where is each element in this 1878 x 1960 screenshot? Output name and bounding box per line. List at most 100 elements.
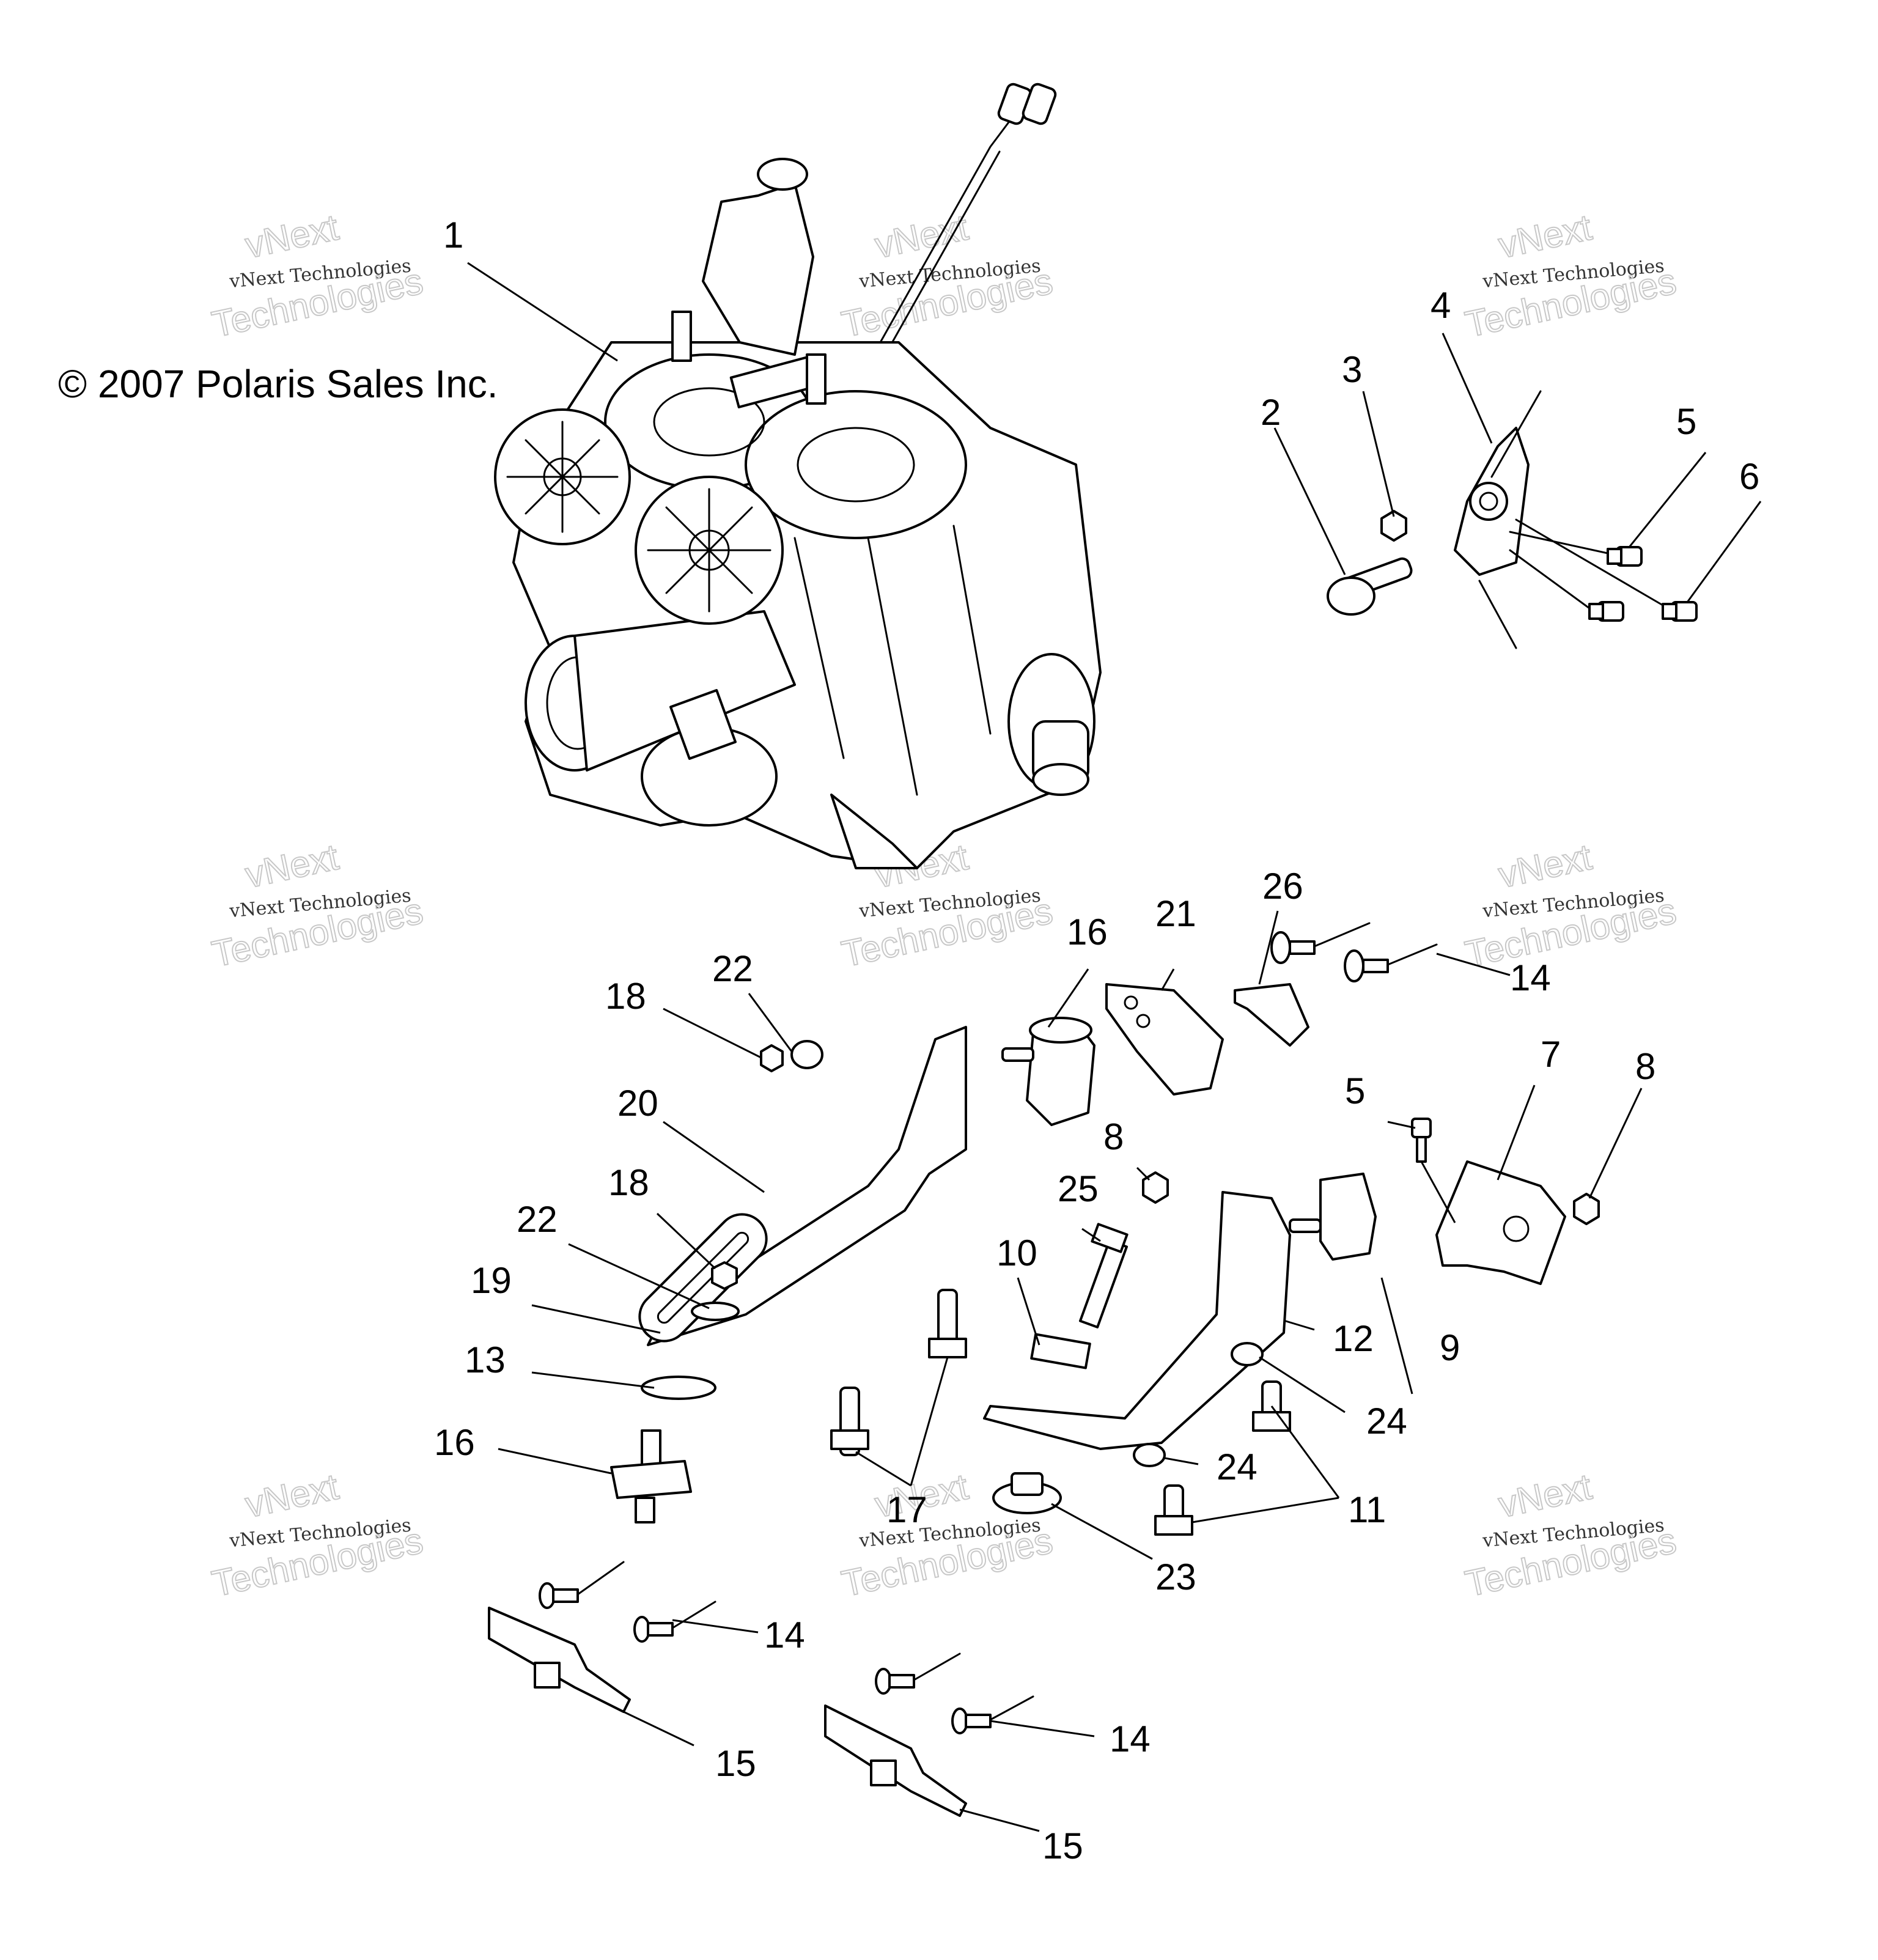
- callout-17: 17: [886, 1489, 927, 1530]
- callout-14-lower-right: 14: [1110, 1719, 1151, 1759]
- part-18-nut-lower: [711, 1261, 738, 1290]
- callout-18-upper: 18: [605, 976, 646, 1017]
- part-22-washer-lower: [691, 1302, 740, 1321]
- part-25-bolt: [1078, 1223, 1129, 1328]
- part-8-nut-right: [1573, 1193, 1600, 1225]
- part-14-rivet-lower-2: [633, 1601, 716, 1643]
- watermark-7: vNext vNext Technologies Technologies: [208, 1465, 427, 1605]
- part-7-hole: [1503, 1215, 1530, 1242]
- part-18-nut-upper: [760, 1044, 784, 1072]
- callout-20: 20: [617, 1083, 658, 1124]
- engine-wire-harness: [879, 121, 1010, 344]
- part-5-bolt-top: [1607, 546, 1643, 567]
- part-9-isolator-block: [1319, 1173, 1377, 1261]
- part-11-bolt-2: [1154, 1484, 1193, 1536]
- water-pump-outlet: [669, 689, 737, 760]
- pto-shaft-end: [1032, 763, 1089, 796]
- part-7-bracket: [1435, 1160, 1566, 1285]
- part-16-isolator-lower: [610, 1429, 692, 1523]
- part-16-isolator-upper: [1001, 1017, 1096, 1126]
- upper-mount-group: [1001, 922, 1438, 1126]
- part-17-bolt-1: [928, 1289, 967, 1358]
- callout-23: 23: [1155, 1557, 1196, 1597]
- part-22-washer-upper: [790, 1040, 823, 1069]
- head-dome-right: [797, 427, 915, 503]
- svg-text:vNext: vNext: [1495, 1466, 1595, 1525]
- callout-15-left: 15: [715, 1743, 756, 1784]
- callout-9: 9: [1440, 1327, 1460, 1368]
- mount-hardware-top: [1327, 390, 1698, 649]
- engine-wire-harness-edge: [888, 150, 1001, 348]
- callout-3: 3: [1342, 349, 1362, 390]
- wire-connector-2: [1022, 83, 1057, 125]
- part-2-bolt-head: [1327, 577, 1375, 616]
- svg-text:vNext: vNext: [241, 207, 342, 266]
- callout-24-lower: 24: [1217, 1446, 1258, 1487]
- callout-25: 25: [1058, 1168, 1099, 1209]
- svg-text:vNext: vNext: [1495, 836, 1595, 896]
- callout-22-lower: 22: [517, 1199, 558, 1240]
- svg-text:vNext: vNext: [241, 1466, 342, 1525]
- part-21-hole-2: [1136, 1014, 1151, 1028]
- coolant-outlet-neck: [757, 158, 808, 191]
- spark-plug-left: [671, 311, 692, 362]
- part-13-shim: [641, 1376, 716, 1400]
- callout-15-right: 15: [1042, 1826, 1083, 1866]
- callout-14-upper: 14: [1510, 957, 1551, 998]
- part-5-bolt-bottom: [1588, 601, 1624, 622]
- svg-text:vNext: vNext: [241, 836, 342, 896]
- part-21-hole-1: [1124, 995, 1138, 1010]
- reed-ribs-left: [506, 421, 619, 533]
- part-26-plate: [1234, 983, 1309, 1047]
- callout-5-top: 5: [1676, 401, 1696, 442]
- part-20-slotted-plate: [638, 1213, 768, 1343]
- head-dome-left: [653, 387, 765, 457]
- svg-text:vNext: vNext: [1495, 207, 1595, 266]
- callout-19: 19: [471, 1260, 512, 1301]
- callout-16-upper: 16: [1067, 912, 1108, 952]
- callout-22-upper: 22: [712, 948, 753, 989]
- cylinder-head-right: [745, 390, 967, 539]
- watermark-2: vNext vNext Technologies Technologies: [838, 206, 1057, 346]
- part-14-rivet-upper-1: [1270, 922, 1371, 964]
- part-3-nut: [1380, 510, 1407, 542]
- part-15-clip-right-tab: [870, 1759, 897, 1786]
- part-14-rivet-upper-2: [1344, 943, 1438, 982]
- leader-lines: [467, 262, 1762, 1832]
- callout-7: 7: [1541, 1034, 1561, 1075]
- svg-text:vNext: vNext: [871, 207, 971, 266]
- part-12-rear-bracket: [983, 1191, 1291, 1450]
- part-14-rivet-lower-1: [539, 1561, 625, 1609]
- part-24-washer-upper: [1231, 1342, 1264, 1366]
- part-21-bracket: [1105, 983, 1224, 1096]
- engine-assembly: [494, 83, 1102, 869]
- part-8-nut-left: [1142, 1171, 1169, 1204]
- callout-6: 6: [1739, 456, 1759, 497]
- left-mount-group: [610, 1026, 967, 1523]
- bottom-clip-group: [488, 1561, 1034, 1817]
- part-4-bushing: [1469, 482, 1508, 521]
- callout-labels: 1 2 3 4 5 6 16 21 26 14 22 18 20 18 22 1…: [434, 215, 1759, 1866]
- callout-13: 13: [465, 1339, 506, 1380]
- reed-ribs-right: [647, 488, 771, 613]
- callout-8-right: 8: [1635, 1046, 1655, 1087]
- callout-18-lower: 18: [608, 1162, 649, 1203]
- callout-16-lower: 16: [434, 1422, 475, 1463]
- part-20-slot: [657, 1231, 749, 1324]
- callout-5-right: 5: [1345, 1070, 1365, 1111]
- part-15-clip-left-tab: [534, 1662, 561, 1689]
- spark-plug-right: [806, 353, 827, 405]
- part-5-6-guide-lines: [1509, 518, 1664, 610]
- part-4-bushing-bore: [1479, 492, 1498, 511]
- part-10-spacer: [1030, 1333, 1091, 1369]
- callout-14-lower-left: 14: [764, 1615, 805, 1656]
- callout-8-left: 8: [1103, 1116, 1124, 1157]
- cylinder-fins: [794, 525, 992, 796]
- right-mount-group: [983, 1118, 1600, 1536]
- callout-26: 26: [1262, 866, 1303, 907]
- callout-21: 21: [1155, 893, 1196, 934]
- callout-10: 10: [996, 1232, 1037, 1273]
- watermark-1: vNext vNext Technologies Technologies: [208, 206, 427, 346]
